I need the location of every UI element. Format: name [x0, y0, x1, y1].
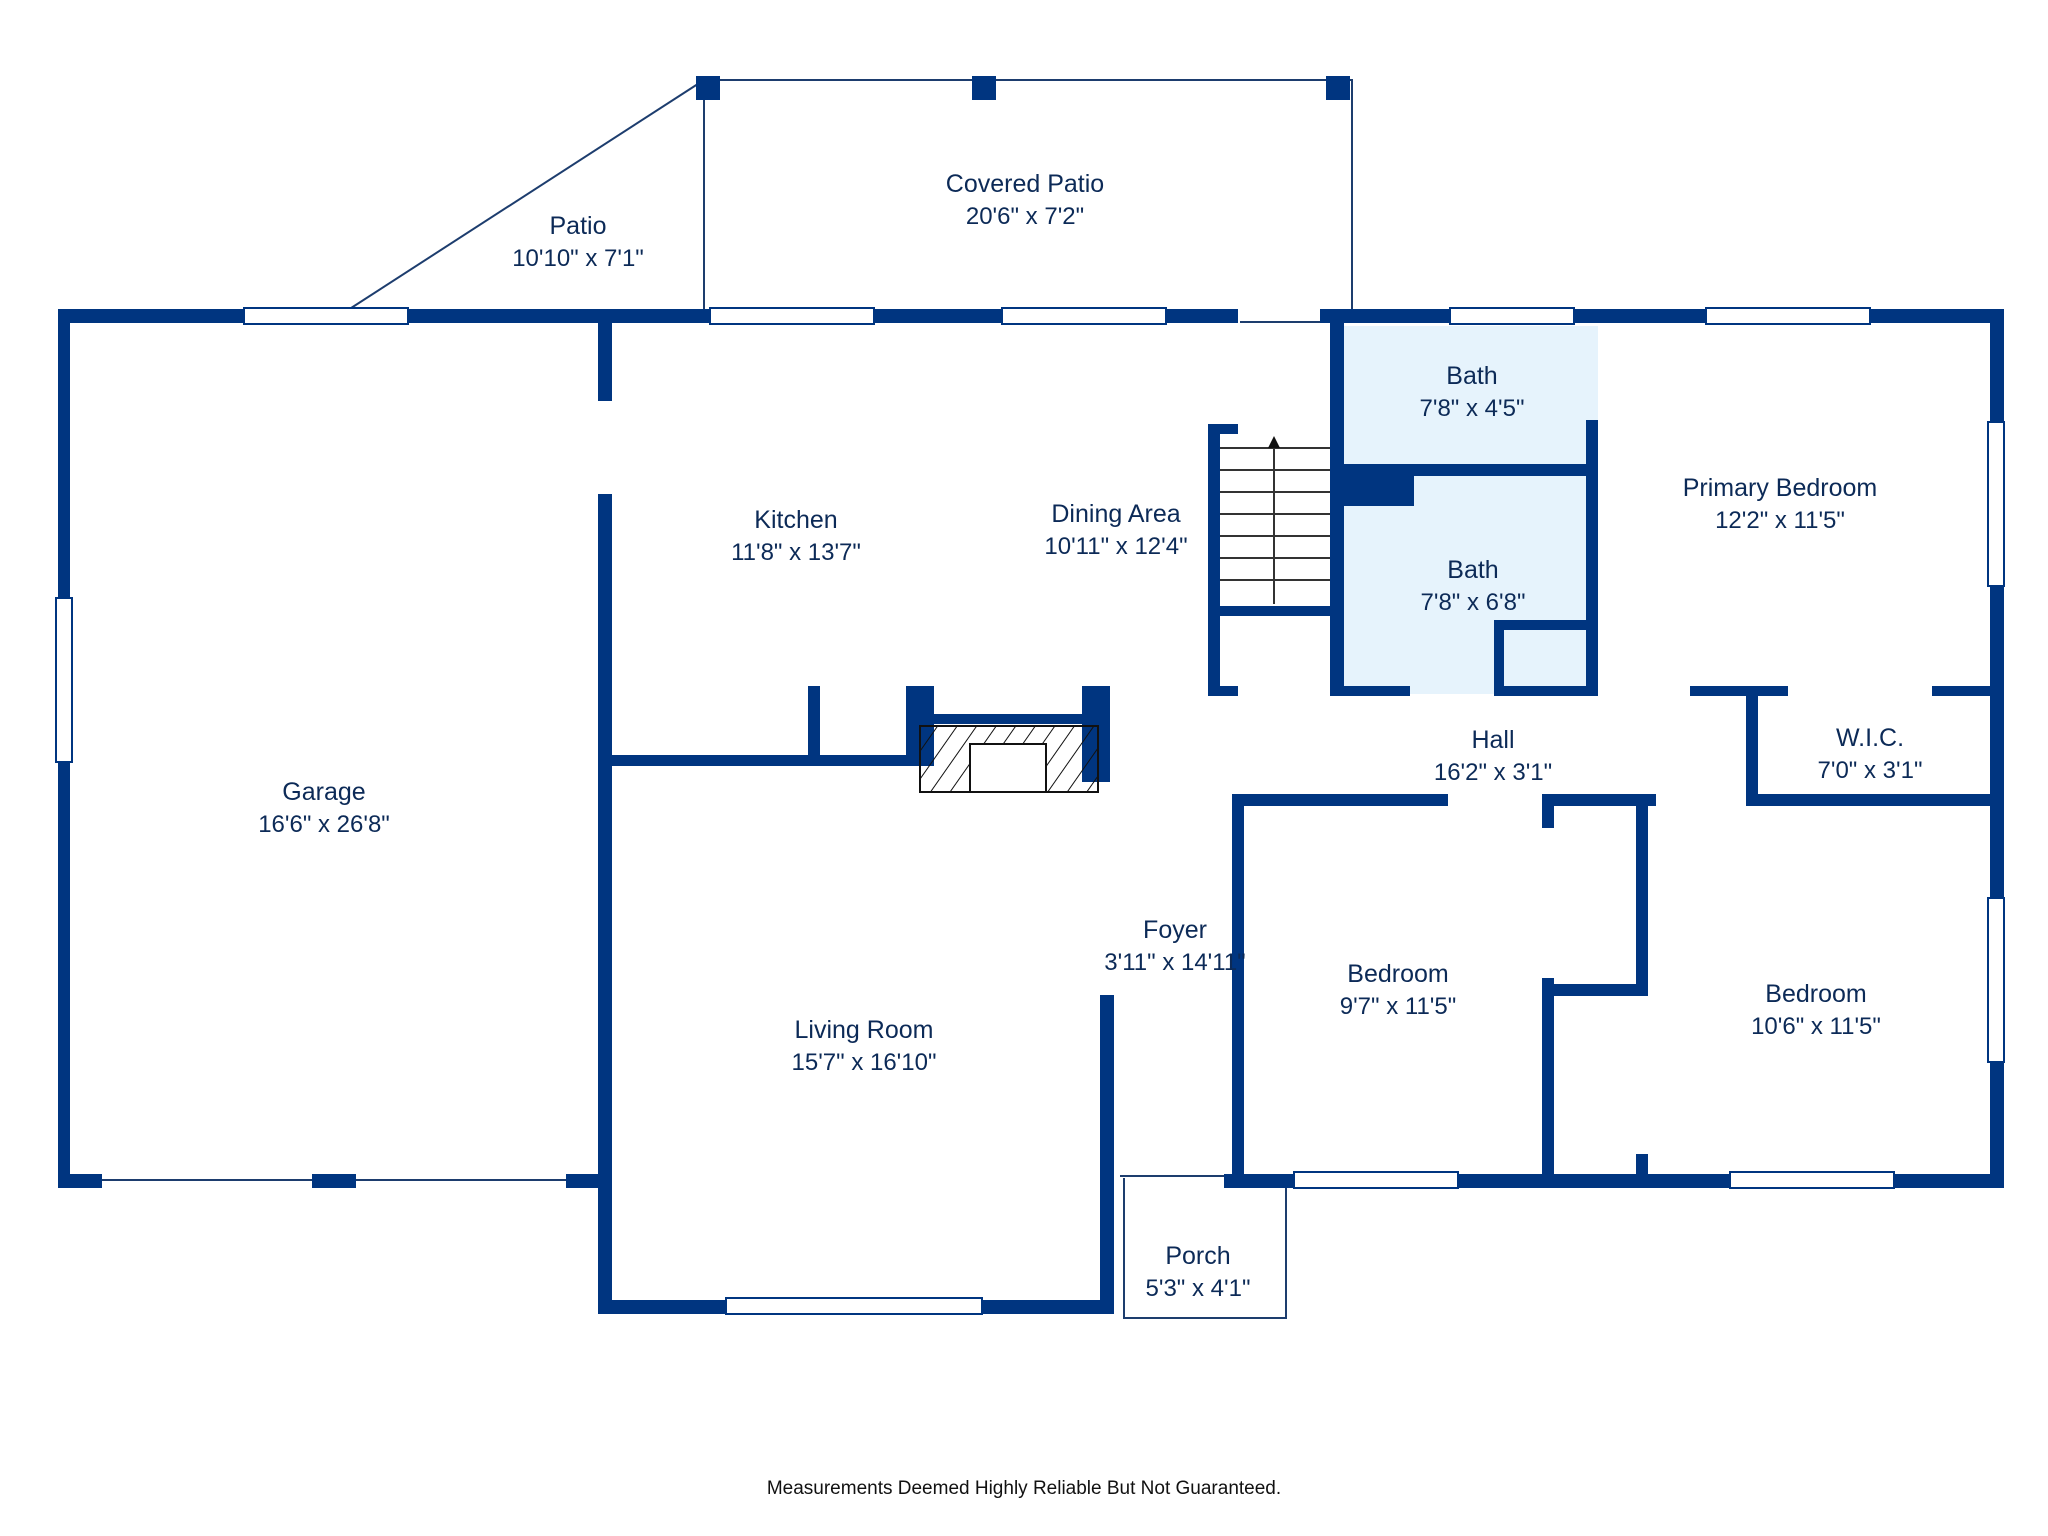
wall: [1494, 620, 1504, 696]
window: [1449, 307, 1575, 325]
measurement-disclaimer: Measurements Deemed Highly Reliable But …: [766, 1478, 1282, 1499]
room-dimensions: 10'6" x 11'5": [1751, 1013, 1881, 1040]
wall: [1636, 806, 1648, 996]
room-dimensions: 16'6" x 26'8": [258, 811, 390, 838]
room-name: Dining Area: [1051, 500, 1180, 528]
patio-post: [1326, 76, 1350, 100]
room-name: Covered Patio: [946, 170, 1104, 198]
room-dimensions: 3'11" x 14'11": [1104, 949, 1245, 976]
wall: [1932, 686, 2004, 696]
window: [725, 1297, 983, 1315]
wall: [1232, 794, 1448, 806]
bath-lower-fill: [1344, 476, 1598, 694]
wall: [612, 755, 916, 766]
patio-post: [972, 76, 996, 100]
wall: [1542, 978, 1554, 1178]
patio-post: [696, 76, 720, 100]
wall: [1208, 606, 1344, 616]
window: [1729, 1171, 1895, 1189]
room-name: Bedroom: [1765, 980, 1866, 1008]
room-dimensions: 7'8" x 6'8": [1421, 589, 1526, 616]
room-dimensions: 10'10" x 7'1": [512, 245, 644, 272]
wall: [1208, 686, 1238, 696]
room-dimensions: 5'3" x 4'1": [1146, 1275, 1251, 1302]
room-name: Foyer: [1143, 916, 1207, 944]
wall: [1330, 686, 1410, 696]
room-dimensions: 7'8" x 4'5": [1420, 395, 1525, 422]
wall: [1208, 424, 1238, 434]
wall: [1636, 1154, 1648, 1178]
room-dimensions: 15'7" x 16'10": [792, 1049, 937, 1076]
wall: [1494, 620, 1590, 630]
room-name: Bedroom: [1347, 960, 1448, 988]
bath-fills: [1344, 326, 1598, 694]
room-name: Garage: [282, 778, 365, 806]
room-name: Patio: [550, 212, 607, 240]
window: [55, 597, 73, 763]
room-labels: Covered Patio 20'6" x 7'2" Patio 10'10" …: [258, 170, 1922, 1302]
room-dimensions: 9'7" x 11'5": [1340, 993, 1457, 1020]
wall: [1746, 794, 2004, 806]
window: [243, 307, 409, 325]
walls: [58, 76, 2004, 1314]
wall: [58, 1174, 102, 1188]
wall: [1494, 686, 1588, 696]
wall: [1546, 984, 1646, 996]
wall: [598, 323, 612, 401]
room-name: Kitchen: [754, 506, 837, 534]
wall: [1344, 472, 1414, 506]
room-name: Primary Bedroom: [1683, 474, 1878, 502]
wall: [808, 686, 820, 766]
patio-outlines: [100, 79, 1353, 1319]
window: [1987, 897, 2005, 1063]
stair-arrow: [1268, 436, 1280, 448]
room-dimensions: 12'2" x 11'5": [1715, 507, 1845, 534]
room-name: Hall: [1471, 726, 1514, 754]
porch-outline: [1123, 1178, 1287, 1319]
wall: [1542, 794, 1656, 806]
stair-treads: [1220, 436, 1330, 604]
wall: [1586, 420, 1598, 696]
fireplace: [919, 725, 1099, 793]
room-dimensions: 7'0" x 3'1": [1818, 757, 1923, 784]
wall: [312, 1174, 356, 1188]
room-name: Living Room: [795, 1016, 934, 1044]
room-dimensions: 10'11" x 12'4": [1044, 533, 1187, 560]
window: [1293, 1171, 1459, 1189]
window: [1705, 307, 1871, 325]
wall: [1208, 424, 1220, 696]
room-dimensions: 16'2" x 3'1": [1434, 759, 1552, 786]
window: [1001, 307, 1167, 325]
wall: [1746, 686, 1758, 804]
room-dimensions: 20'6" x 7'2": [966, 203, 1084, 230]
room-name: Bath: [1446, 362, 1497, 390]
wall: [598, 494, 612, 1314]
wall: [1690, 686, 1788, 696]
window: [1987, 421, 2005, 587]
room-name: W.I.C.: [1836, 724, 1904, 752]
room-name: Bath: [1447, 556, 1498, 584]
fireplace-firebox: [969, 743, 1047, 793]
wall: [1542, 806, 1554, 828]
covered-patio-outline: [703, 79, 1353, 316]
patio-outline: [347, 79, 705, 311]
wall: [916, 714, 1102, 724]
room-dimensions: 11'8" x 13'7": [731, 539, 861, 566]
windows: [55, 307, 2005, 1315]
wall: [1330, 309, 1344, 696]
window: [709, 307, 875, 325]
wall: [1232, 794, 1244, 1188]
wall: [1098, 722, 1110, 782]
wall: [1320, 309, 2004, 323]
wall: [1100, 995, 1114, 1314]
bath-upper-fill: [1344, 326, 1598, 466]
room-name: Porch: [1165, 1242, 1230, 1270]
